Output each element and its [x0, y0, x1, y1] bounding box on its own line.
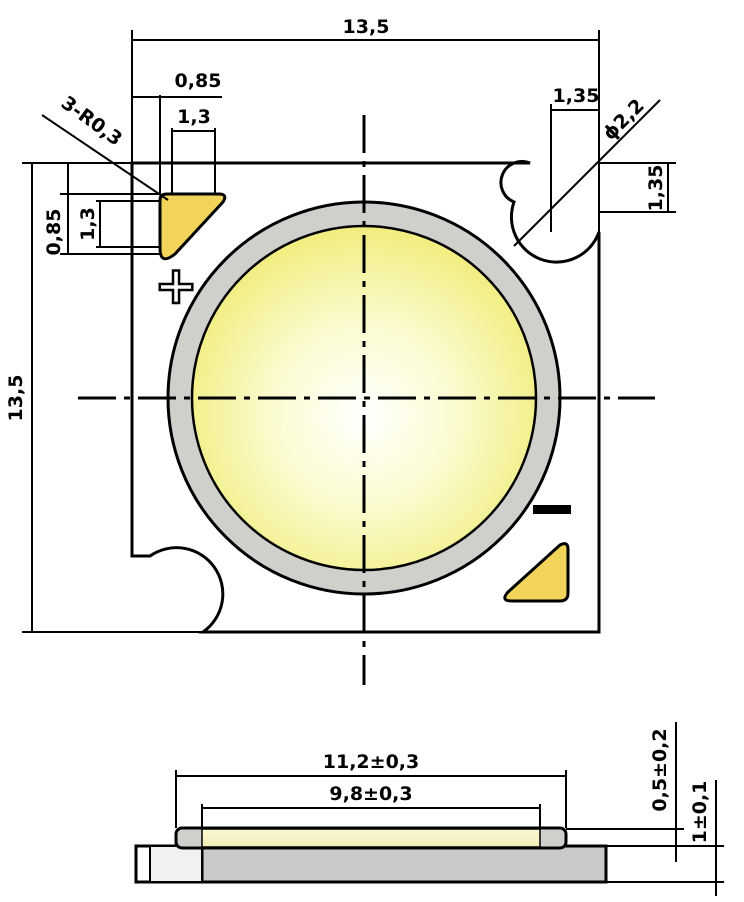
minus-symbol: [533, 505, 571, 514]
inner-dia-label: 9,8±0,3: [329, 783, 412, 805]
substrate-notch-inner: [149, 845, 203, 883]
pad-offset-x-label: 0,85: [175, 70, 222, 92]
outer-dia-label: 11,2±0,3: [323, 751, 419, 773]
hole-diameter-leader: [513, 99, 661, 247]
pad-height-label: 1,3: [77, 207, 99, 241]
hole-offset-x-label: 1,35: [553, 85, 600, 107]
height-label: 13,5: [5, 375, 27, 422]
anode-pad: [158, 192, 227, 261]
pad-width-label: 1,3: [177, 106, 211, 128]
substrate-height-label: 1±0,1: [689, 781, 711, 844]
top-view: + 13,5 13,5 0,85 1,3 0,85 1,3 3-R0,3: [5, 16, 676, 685]
pad-offset-y-label: 0,85: [43, 209, 65, 256]
side-view: 11,2±0,3 9,8±0,3 0,5±0,2 1±0,1: [134, 722, 724, 896]
phosphor-dome: [201, 828, 541, 848]
substrate: [134, 844, 608, 884]
hole-offset-y-label: 1,35: [645, 165, 667, 212]
cathode-pad: [503, 542, 570, 603]
corner-radius-label: 3-R0,3: [57, 92, 126, 151]
package-outline: [130, 159, 601, 634]
width-label: 13,5: [343, 16, 390, 38]
plus-symbol: +: [154, 256, 198, 316]
corner-radius-leader: [41, 114, 169, 201]
dome-height-label: 0,5±0,2: [649, 728, 671, 811]
